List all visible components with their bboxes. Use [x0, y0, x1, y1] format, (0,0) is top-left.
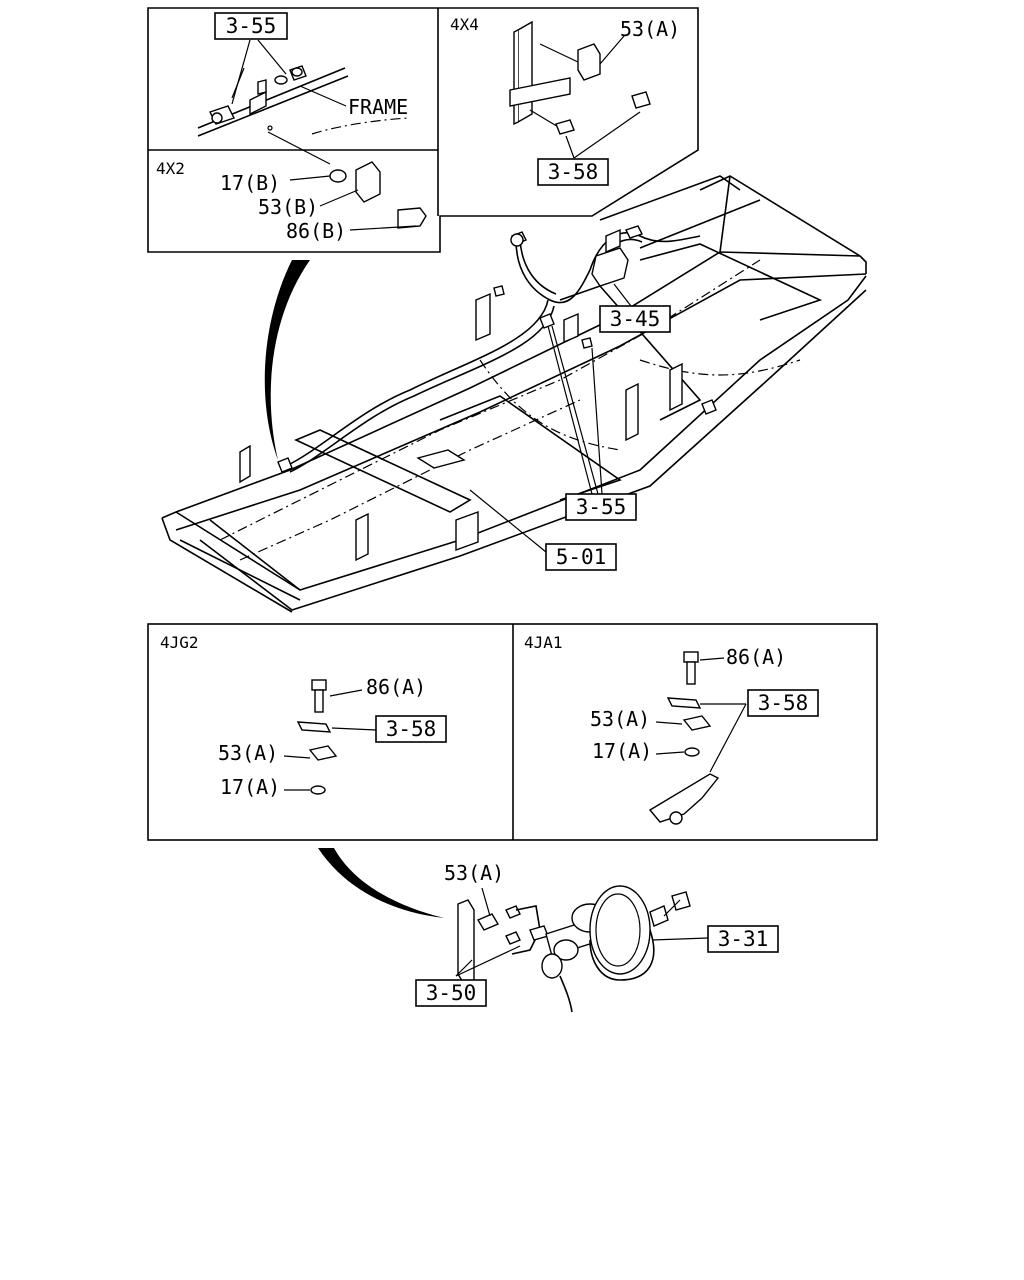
part-17a-4jg2: 17(A): [220, 775, 280, 799]
ref-3-31: 3-31: [718, 927, 769, 951]
brake-pipes: [277, 225, 717, 473]
part-53a-booster: 53(A): [444, 861, 504, 885]
ref-3-58-4jg2: 3-58: [386, 717, 437, 741]
part-53b: 53(B): [258, 195, 318, 219]
ref-3-55-top: 3-55: [226, 14, 277, 38]
ref-3-45: 3-45: [610, 307, 661, 331]
label-4jg2: 4JG2: [160, 633, 199, 652]
bracket-4ja1-detail: [648, 651, 747, 825]
label-4ja1: 4JA1: [524, 633, 563, 652]
part-86a-4jg2: 86(A): [366, 675, 426, 699]
ref-3-58-4x4: 3-58: [548, 160, 599, 184]
label-4x2: 4X2: [156, 159, 185, 178]
part-53a-4x4: 53(A): [620, 17, 680, 41]
part-86a-4ja1: 86(A): [726, 645, 786, 669]
inset-top: 3-55 FRAME 4X4 53(A) 3-58 4X2: [147, 7, 699, 253]
frame-bracket-detail: [197, 39, 411, 165]
brake-booster-assembly: [455, 885, 709, 1013]
ref-5-01: 5-01: [556, 545, 607, 569]
part-17a-4ja1: 17(A): [592, 739, 652, 763]
callout-arrow-top: [264, 260, 310, 460]
part-53a-4ja1: 53(A): [590, 707, 650, 731]
bracket-4x2-detail: [289, 161, 427, 231]
ref-3-58-4ja1: 3-58: [758, 691, 809, 715]
part-53a-4jg2: 53(A): [218, 741, 278, 765]
label-4x4: 4X4: [450, 15, 479, 34]
frame-label: FRAME: [348, 95, 408, 119]
part-86b: 86(B): [286, 219, 346, 243]
part-17b: 17(B): [220, 171, 280, 195]
chassis-frame: [161, 175, 867, 613]
bracket-4x4-detail: [509, 20, 651, 159]
ref-3-55-main: 3-55: [576, 495, 627, 519]
ref-3-50: 3-50: [426, 981, 477, 1005]
inset-bottom: 4JG2 86(A) 3-58 53(A) 17(A) 4JA1: [147, 623, 878, 841]
bracket-4jg2-detail: [283, 679, 377, 795]
callout-arrow-bottom: [318, 848, 444, 918]
